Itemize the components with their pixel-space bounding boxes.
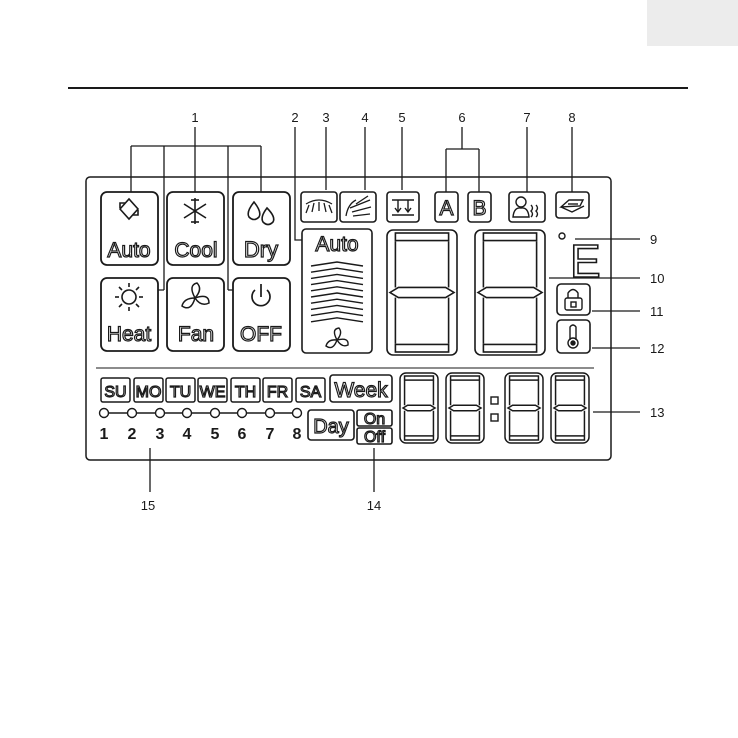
- day-label: TH: [235, 384, 256, 401]
- clock-digit-minute-tens: [505, 373, 543, 443]
- day-box-tu: TU: [166, 378, 195, 402]
- mode-off: OFF: [233, 278, 290, 351]
- callout-15: 15: [141, 498, 155, 513]
- day-of-week-row: SU MO TU WE TH FR SA: [101, 378, 325, 402]
- mode-heat-label: Heat: [107, 323, 152, 346]
- off-label: Off: [364, 429, 386, 446]
- zone-b: B: [468, 192, 491, 222]
- program-number: 3: [156, 426, 165, 443]
- day-box-mo: MO: [134, 378, 163, 402]
- mode-dry: Dry: [233, 192, 290, 265]
- fan-speed-auto-label: Auto: [315, 233, 358, 256]
- callout-1: 1: [191, 110, 198, 125]
- zone-b-label: B: [472, 197, 486, 220]
- program-number: 7: [266, 426, 275, 443]
- program-dot: [293, 409, 302, 418]
- program-number: 4: [183, 426, 192, 443]
- clock-colon: [491, 397, 498, 421]
- mode-cool: Cool: [167, 192, 224, 265]
- callout-4: 4: [361, 110, 368, 125]
- swing-vertical-icon: [340, 192, 376, 222]
- clock-digit-hour-tens: [400, 373, 438, 443]
- day-label: TU: [170, 384, 191, 401]
- day-box-we: WE: [198, 378, 227, 402]
- temperature-digit-tens: [387, 230, 457, 355]
- program-dot: [100, 409, 109, 418]
- swing-horizontal-icon: [301, 192, 337, 222]
- callout-10: 10: [650, 271, 664, 286]
- program-dot: [156, 409, 165, 418]
- program-dot: [128, 409, 137, 418]
- off-indicator: Off: [357, 428, 392, 446]
- mode-cool-label: Cool: [174, 239, 217, 262]
- fan-speed-panel: Auto: [302, 229, 372, 353]
- callout-9: 9: [650, 232, 657, 247]
- callout-13: 13: [650, 405, 664, 420]
- mode-dry-label: Dry: [244, 237, 278, 262]
- day-label: FR: [267, 384, 288, 401]
- temp-unit-indicator: E: [559, 233, 601, 287]
- on-label: On: [364, 411, 385, 428]
- day-box-fr: FR: [263, 378, 292, 402]
- mode-fan: Fan: [167, 278, 224, 351]
- callout-7: 7: [523, 110, 530, 125]
- program-number: 2: [128, 426, 137, 443]
- energy-saving-icon: [556, 192, 589, 218]
- callout-2: 2: [291, 110, 298, 125]
- day-label: SU: [104, 384, 126, 401]
- temperature-digit-ones: [475, 230, 545, 355]
- callout-5: 5: [398, 110, 405, 125]
- mode-fan-label: Fan: [178, 323, 214, 346]
- program-dot: [238, 409, 247, 418]
- program-number: 1: [100, 426, 109, 443]
- mode-auto: Auto: [101, 192, 158, 265]
- day-box-th: TH: [231, 378, 260, 402]
- program-dot: [183, 409, 192, 418]
- callout-6: 6: [458, 110, 465, 125]
- callout-8: 8: [568, 110, 575, 125]
- callout-14: 14: [367, 498, 381, 513]
- day-label: MO: [136, 384, 162, 401]
- lock-icon: [557, 284, 590, 315]
- program-number: 8: [293, 426, 302, 443]
- clock-digits: [400, 373, 589, 443]
- day-box-su: SU: [101, 378, 130, 402]
- day-box-sa: SA: [296, 378, 325, 402]
- zone-a: A: [435, 192, 458, 222]
- day-label: WE: [200, 384, 226, 401]
- clock-digit-hour-ones: [446, 373, 484, 443]
- callout-11: 11: [650, 304, 664, 319]
- on-indicator: On: [357, 410, 392, 428]
- week-label: Week: [334, 379, 388, 402]
- callout-12: 12: [650, 341, 664, 356]
- callout-3: 3: [322, 110, 329, 125]
- program-number: 6: [238, 426, 247, 443]
- day-indicator: Day: [308, 410, 354, 440]
- zone-a-label: A: [439, 197, 453, 220]
- person-sensor-icon: [509, 192, 545, 222]
- mode-heat: Heat: [101, 278, 158, 351]
- mode-off-label: OFF: [240, 323, 282, 346]
- program-dot: [211, 409, 220, 418]
- day-label: SA: [300, 384, 322, 401]
- program-dot: [266, 409, 275, 418]
- clock-digit-minute-ones: [551, 373, 589, 443]
- temperature-digits: [387, 230, 545, 355]
- program-number: 5: [211, 426, 220, 443]
- mode-auto-label: Auto: [107, 239, 150, 262]
- thermometer-icon: [557, 320, 590, 353]
- filter-icon: [387, 192, 419, 222]
- program-timeline: 1 2 3 4 5 6 7 8: [100, 409, 302, 444]
- day-label: Day: [313, 416, 349, 438]
- week-indicator: Week: [330, 375, 392, 402]
- temp-unit-symbol: E: [570, 235, 601, 287]
